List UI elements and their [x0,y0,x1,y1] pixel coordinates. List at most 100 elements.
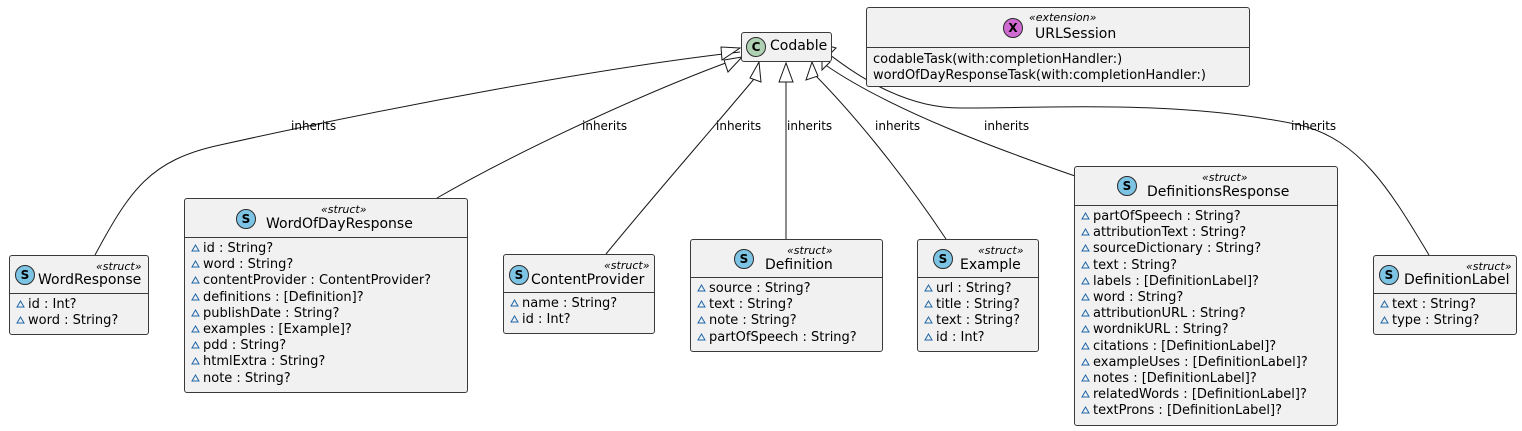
package-visibility-icon [191,260,200,268]
attribute-text: publishDate : String? [203,305,340,321]
urlsession-node: X «extension» URLSession codableTask(wit… [866,7,1250,87]
separator [918,277,1038,278]
attribute-row: text : String? [1380,297,1516,313]
stereotype: «struct» [1466,260,1512,273]
package-visibility-icon [191,357,200,365]
attribute-row: id : String? [191,241,467,257]
package-visibility-icon [1380,300,1389,308]
class-name: Codable [770,38,828,54]
attribute-text: htmlExtra : String? [203,354,326,370]
attribute-text: exampleUses : [DefinitionLabel]? [1093,354,1308,370]
contentprovider-node: S «struct» ContentProvider name : String… [503,254,655,334]
attribute-row: wordnikURL : String? [1081,322,1337,338]
attribute-row: note : String? [697,313,882,329]
struct-badge-icon: S [1117,176,1137,196]
class-header: S «struct» WordResponse [10,256,148,293]
definitionlabel-node: S «struct» DefinitionLabel text : String… [1373,255,1517,335]
arrowhead-wordofdayresponse [723,56,744,73]
attribute-text: id : String? [203,241,274,256]
class-name: WordResponse [38,272,142,288]
example-node: S «struct» Example url : String?title : … [917,239,1039,352]
attribute-list: id : Int?word : String? [10,294,148,332]
edge-label-definitionsresponse: inherits [984,119,1030,133]
wordresponse-node: S «struct» WordResponse id : Int?word : … [9,255,149,335]
edge-example [811,71,947,240]
attribute-row: word : String? [16,313,148,329]
package-visibility-icon [191,325,200,333]
attribute-row: id : Int? [510,312,654,328]
arrowhead-contentprovider [749,60,762,83]
package-visibility-icon [924,316,933,324]
attribute-list: partOfSpeech : String?attributionText : … [1075,206,1337,423]
attribute-text: word : String? [203,257,294,273]
attribute-row: text : String? [924,313,1038,329]
attribute-row: partOfSpeech : String? [1081,209,1337,225]
package-visibility-icon [1081,212,1090,220]
stereotype: «struct» [96,260,142,273]
attribute-text: text : String? [1093,257,1177,273]
method: wordOfDayResponseTask(with:completionHan… [873,68,1206,84]
definition-node: S «struct» Definition source : String?te… [690,239,883,352]
package-visibility-icon [510,299,519,307]
attribute-text: url : String? [936,281,1012,296]
attribute-row: attributionURL : String? [1081,306,1337,322]
struct-badge-icon: S [509,265,529,285]
attribute-text: examples : [Example]? [203,322,352,338]
edge-definitionlabel [825,51,1430,256]
package-visibility-icon [1081,374,1090,382]
package-visibility-icon [697,316,706,324]
package-visibility-icon [191,244,200,252]
package-visibility-icon [1081,390,1090,398]
attribute-row: textProns : [DefinitionLabel]? [1081,403,1337,419]
attribute-row: title : String? [924,297,1038,313]
struct-badge-icon: S [236,209,256,229]
definitionsresponse-node: S «struct» DefinitionsResponse partOfSpe… [1074,166,1338,426]
edge-label-wordresponse: inherits [291,119,337,133]
attribute-text: id : Int? [936,329,985,345]
edge-label-definition: inherits [787,119,833,133]
attribute-row: examples : [Example]? [191,322,467,338]
attribute-list: url : String?title : String?text : Strin… [918,278,1038,349]
stereotype: «extension» [1029,11,1097,24]
package-visibility-icon [191,292,200,301]
package-visibility-icon [1081,406,1090,414]
attribute-list: name : String?id : Int? [504,293,654,331]
attribute-row: publishDate : String? [191,306,467,322]
attribute-row: attributionText : String? [1081,225,1337,241]
class-name: ContentProvider [531,272,645,288]
attribute-text: wordnikURL : String? [1093,322,1229,338]
package-visibility-icon [1081,276,1090,285]
separator [691,277,882,278]
package-visibility-icon [1081,228,1090,236]
attribute-row: url : String? [924,281,1038,297]
attribute-text: relatedWords : [DefinitionLabel]? [1093,387,1307,403]
separator [867,47,1249,48]
attribute-row: sourceDictionary : String? [1081,241,1337,257]
attribute-row: word : String? [1081,290,1337,306]
attribute-row: text : String? [697,297,882,313]
attribute-text: title : String? [936,297,1020,313]
edge-contentprovider [605,72,760,255]
class-header: S «struct» DefinitionLabel [1374,256,1516,293]
arrowhead-example [805,60,819,81]
attribute-text: notes : [DefinitionLabel]? [1093,371,1257,387]
class-header: X «extension» URLSession [867,8,1249,47]
package-visibility-icon [697,300,706,308]
attribute-text: textProns : [DefinitionLabel]? [1093,403,1283,419]
package-visibility-icon [924,284,933,292]
attribute-row: htmlExtra : String? [191,354,467,370]
package-visibility-icon [191,341,200,349]
separator [1374,293,1516,294]
class-name: DefinitionsResponse [1147,184,1290,200]
arrowhead-wordresponse [720,46,742,61]
package-visibility-icon [16,316,25,324]
attribute-row: definitions : [Definition]? [191,290,467,306]
package-visibility-icon [191,308,200,317]
attribute-row: id : Int? [924,330,1038,346]
attribute-row: note : String? [191,371,467,387]
class-header: S «struct» Example [918,240,1038,277]
attribute-text: id : Int? [522,312,571,328]
attribute-row: labels : [DefinitionLabel]? [1081,274,1337,290]
package-visibility-icon [1081,293,1090,301]
